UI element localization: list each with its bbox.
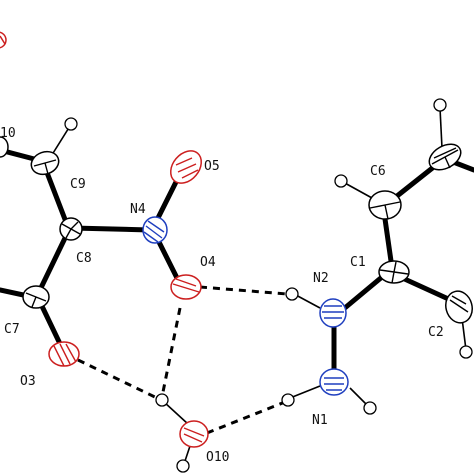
label-C6: C6 [370,164,386,179]
atom-C2 [445,290,473,324]
bond-c8-c9 [43,167,69,225]
hydrogen-atom [433,98,447,112]
atom-C5 [428,143,462,171]
atom-O10 [179,420,209,448]
bond-n1-h-right [349,387,369,407]
label-N4: N4 [130,202,146,217]
carbon-atom [445,290,473,324]
bond-c8-c7 [35,233,69,297]
bond-c8-n4 [69,225,153,233]
hydrogen-atoms [64,98,473,473]
bond-n4-o4 [153,233,181,283]
bond-c1-c6 [381,209,395,271]
bond-n4-o5 [153,175,181,225]
carbon-octant [33,159,57,175]
bond-c1-c2 [395,273,458,305]
label-C7: C7 [4,322,20,337]
atom-C7 [22,285,50,309]
nitrogen-hatch [322,305,344,319]
label-N1: N1 [312,413,328,428]
bond-o10-h-up [163,401,189,425]
atom-C1 [378,260,410,284]
hbond-o3-o10 [77,358,158,400]
carbon-octant [431,147,459,169]
oxygen-atom [48,341,80,367]
carbon-octant [25,292,47,308]
hydrogen-atom [459,345,473,359]
oxygen-hatch [53,343,77,367]
label-C2: C2 [428,325,444,340]
bond-c6-h [342,181,373,199]
atom-O4 [170,274,202,300]
atom-O3 [48,341,80,367]
atom-labels: O5 N4 O4 C9 C8 C7 O3 O10 N2 N1 C1 C6 C2 … [0,126,444,465]
bond-n1-h-left [289,385,321,399]
label-C8: C8 [76,251,92,266]
atom-C10 [0,136,9,158]
atom-C6 [368,190,402,220]
hydrogen-bonds [77,285,288,435]
atom-N4 [142,216,168,244]
atom-C9 [30,150,60,176]
bond-c7-o3 [37,299,65,351]
hbond-o10-n1 [206,400,286,435]
label-O10: O10 [206,450,229,465]
label-N2: N2 [313,271,329,286]
label-O3: O3 [20,374,36,389]
atom-N2 [319,298,347,328]
atom-O5 [169,150,203,184]
oxygen-hatch [172,278,200,293]
nitrogen-atom [319,298,347,328]
label-C1: C1 [350,255,366,270]
oxygen-partial-hatch [0,35,6,45]
oxygen-hatch [175,157,199,179]
carbon-octant [61,221,81,239]
hbond-o4-o10 [161,307,182,393]
covalent-bonds [0,147,474,377]
hydrogen-atom [64,117,78,131]
oxygen-atom [170,274,202,300]
carbon-atom [0,136,9,158]
label-C9: C9 [70,177,86,192]
hydrogen-atom [281,393,295,407]
hydrogen-atom [176,459,190,473]
nitrogen-atom [319,368,349,396]
hbond-o4-n2 [199,285,288,296]
carbon-octant [449,295,469,313]
atom-C8 [59,217,83,241]
oxygen-atom [179,420,209,448]
carbon-octant [379,261,409,284]
hydrogen-bonds-covalent [49,107,467,465]
bond-c5-h [439,107,443,149]
nitrogen-hatch [143,220,165,243]
hydrogen-atom [363,401,377,415]
hydrogen-atom [155,393,169,407]
atom-N1 [319,368,349,396]
bond-n2-c1 [337,269,391,315]
label-O5: O5 [204,159,220,174]
oxygen-atom [169,150,203,184]
carbon-octant [369,201,401,220]
oxygen-hatch [183,427,205,443]
bond-n2-h [293,293,321,309]
nitrogen-hatch [324,377,344,391]
label-O4: O4 [200,255,216,270]
label-C10: 10 [0,126,16,141]
hydrogen-atom [285,287,299,301]
hydrogen-atom [334,174,348,188]
